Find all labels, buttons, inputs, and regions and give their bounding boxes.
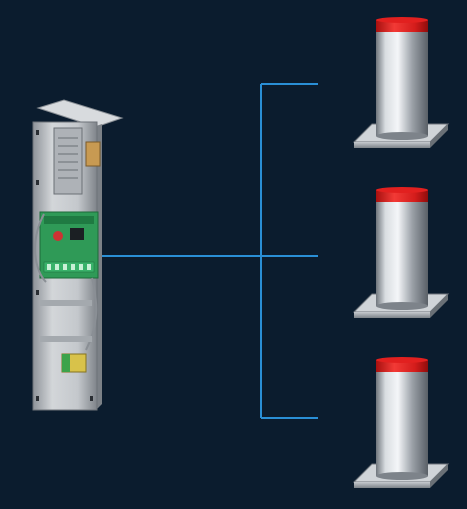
bollard-base-edge xyxy=(354,482,430,488)
bollard-cap xyxy=(376,360,428,372)
bollard-cap-top xyxy=(376,187,428,193)
bollard-base-side xyxy=(430,464,448,488)
bollard-base-edge xyxy=(354,142,430,148)
bollard-cap xyxy=(376,20,428,32)
bollard-cap-top xyxy=(376,357,428,363)
bollards-group xyxy=(352,17,450,488)
bollard-middle xyxy=(352,187,450,318)
bollard-bottom xyxy=(352,357,450,488)
bollard-post xyxy=(376,32,428,136)
bollard-post-foot xyxy=(376,132,428,140)
bollard-cap-top xyxy=(376,17,428,23)
bollard-cap xyxy=(376,190,428,202)
bollard-post-foot xyxy=(376,302,428,310)
bollard-post-foot xyxy=(376,472,428,480)
bollard-base-side xyxy=(430,294,448,318)
control-cabinet-icon xyxy=(32,99,124,411)
bollard-post xyxy=(376,202,428,306)
bollard-base-side xyxy=(430,124,448,148)
bollard-top xyxy=(352,17,450,148)
connector-lines xyxy=(102,83,318,419)
bollard-base-edge xyxy=(354,312,430,318)
bollard-post xyxy=(376,372,428,476)
